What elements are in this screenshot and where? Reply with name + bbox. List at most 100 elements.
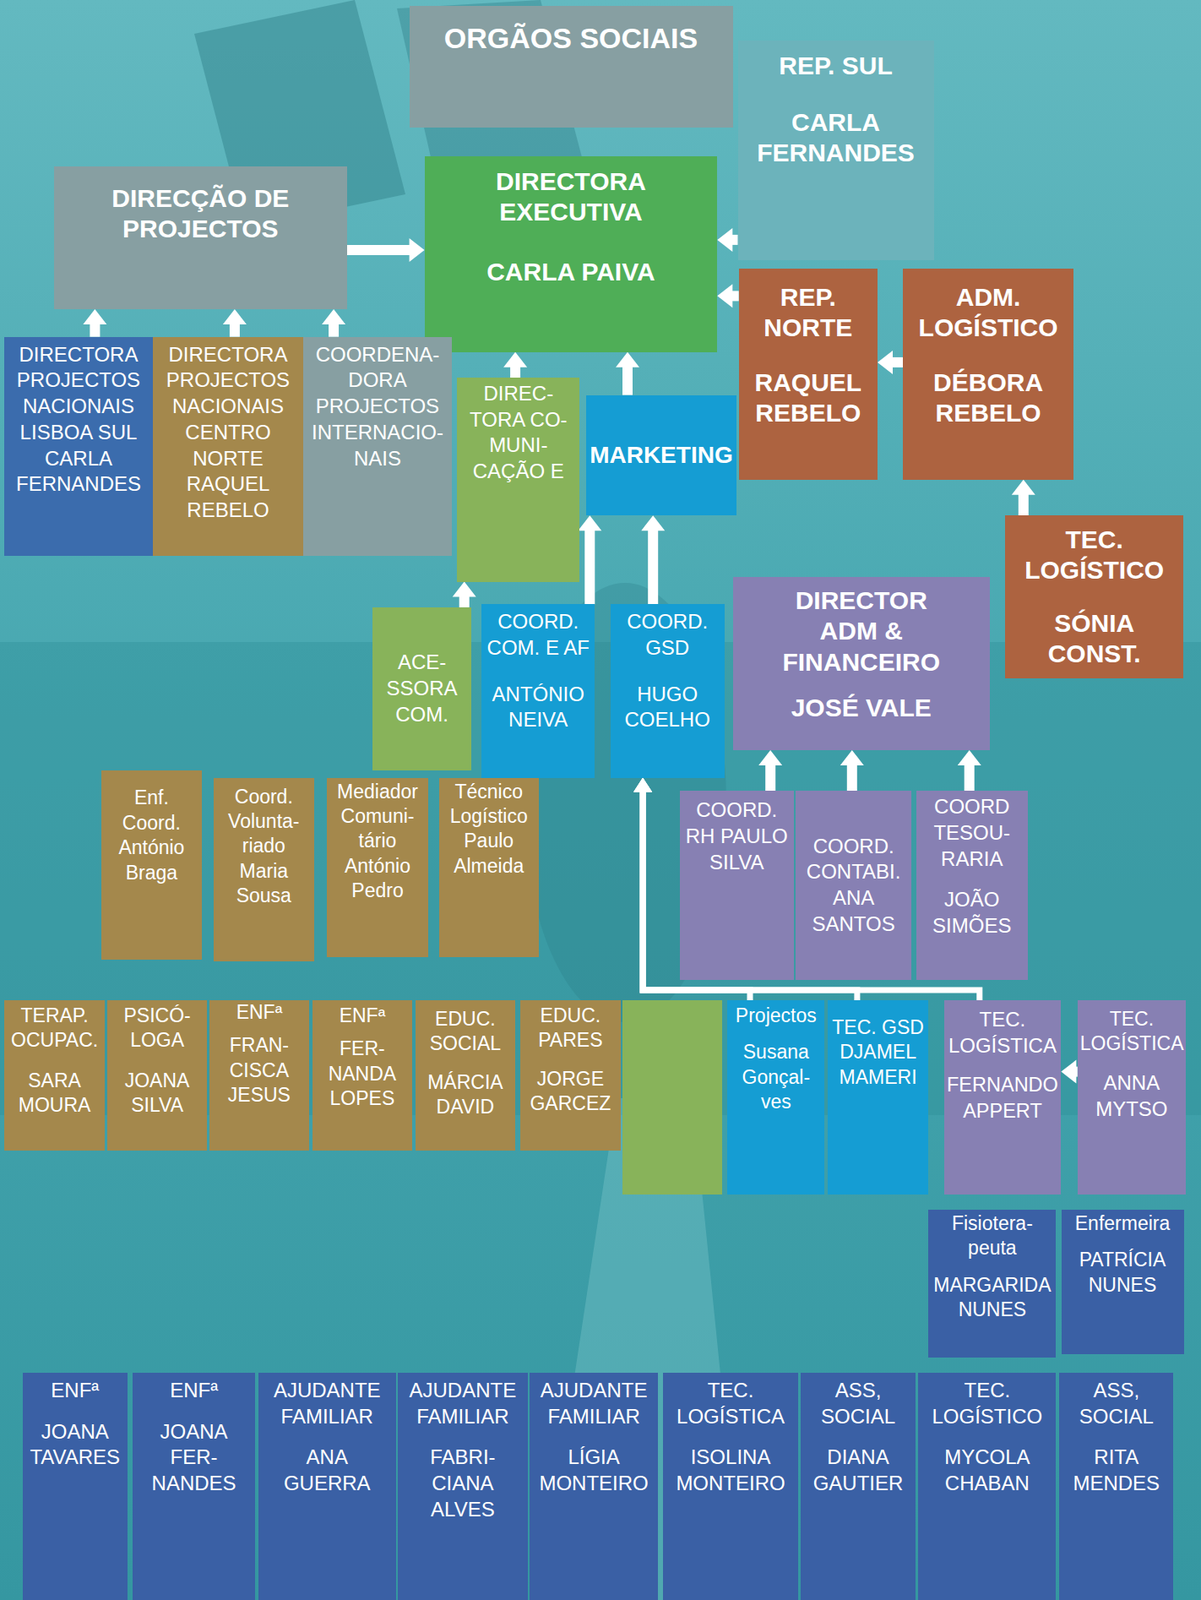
box-text: COORDENA- DORA PROJECTOS INTERNACIO- NAI… bbox=[306, 342, 449, 473]
arrow-head bbox=[82, 309, 107, 325]
org-box: DIRECTOR ADM & FINANCEIROJOSÉ VALE bbox=[733, 576, 991, 750]
box-text: TEC. GSD DJAMEL MAMERI bbox=[830, 1015, 927, 1090]
arrow-shaft bbox=[765, 763, 776, 791]
box-text: JOANA FER- NANDES bbox=[135, 1418, 253, 1497]
box-text: TEC. LOGÍSTICA bbox=[665, 1377, 796, 1430]
arrow-connector bbox=[840, 749, 865, 791]
box-text: JOSÉ VALE bbox=[766, 692, 957, 724]
arrow-head bbox=[840, 749, 865, 766]
box-text: RITA MENDES bbox=[1061, 1444, 1171, 1496]
box-text: EDUC. SOCIAL bbox=[418, 1006, 513, 1057]
org-box: COORD TESOU- RARIA JOÃO SIMÕES bbox=[916, 790, 1028, 980]
box-text: Susana Gonçal- ves bbox=[729, 1039, 822, 1115]
arrow-shaft bbox=[328, 322, 339, 337]
arrow-head bbox=[1011, 479, 1036, 495]
arrow-head bbox=[957, 749, 982, 766]
org-box: COORD. GSD HUGO COELHO bbox=[610, 603, 725, 778]
box-text: ENFª bbox=[135, 1377, 253, 1404]
arrow-connector bbox=[1060, 1059, 1077, 1084]
empty-box bbox=[622, 999, 723, 1195]
box-text: ISOLINA MONTEIRO bbox=[665, 1444, 796, 1496]
arrow-shaft bbox=[964, 763, 975, 791]
org-box: REP. NORTERAQUEL REBELO bbox=[739, 268, 878, 480]
box-text: TEC. LOGÍSTICO bbox=[920, 1377, 1054, 1430]
box-text: DIRECTORA PROJECTOS NACIONAIS LISBOA SUL… bbox=[7, 342, 150, 498]
org-box: ASS, SOCIALRITA MENDES bbox=[1059, 1372, 1174, 1600]
box-text: ENFª bbox=[25, 1377, 125, 1404]
box-text: TEC. LOGÍSTICO bbox=[1010, 524, 1179, 587]
org-box: TERAP. OCUPAC.SARA MOURA bbox=[4, 999, 106, 1151]
box-text: TEC. LOGÍSTICA bbox=[946, 1006, 1060, 1059]
org-box: DIREC- TORA CO- MUNI- CAÇÃO E bbox=[456, 377, 580, 582]
box-text: ANTÓNIO NEIVA bbox=[484, 681, 592, 734]
box-text: ANA GUERRA bbox=[260, 1444, 394, 1496]
org-box: PSICÓ- LOGAJOANA SILVA bbox=[107, 999, 207, 1151]
org-box: COORD. COM. E AFANTÓNIO NEIVA bbox=[481, 603, 595, 778]
org-box: ASS, SOCIALDIANA GAUTIER bbox=[800, 1372, 915, 1600]
box-text: Coord. Volunta- riado Maria Sousa bbox=[216, 784, 313, 909]
arrow-shaft bbox=[891, 357, 903, 368]
arrow-connector bbox=[321, 309, 346, 337]
org-box: DIRECTORA PROJECTOS NACIONAIS LISBOA SUL… bbox=[4, 336, 153, 557]
arrow-shaft bbox=[584, 528, 595, 604]
arrow-connector bbox=[347, 238, 425, 262]
arrow-shaft bbox=[510, 365, 521, 378]
org-box: Coord. Volunta- riado Maria Sousa bbox=[213, 777, 316, 962]
box-text: FER- NANDA LOPES bbox=[315, 1036, 410, 1111]
arrow-head bbox=[633, 777, 653, 793]
box-text: JORGE GARCEZ bbox=[522, 1066, 618, 1117]
org-box: ORGÃOS SOCIAIS bbox=[409, 5, 734, 128]
box-text: JOANA TAVARES bbox=[25, 1418, 125, 1471]
arrow-head bbox=[633, 777, 653, 793]
arrow-connector bbox=[717, 283, 739, 308]
box-text: Fisiotera- peuta bbox=[930, 1211, 1054, 1261]
org-box: DIRECTORA EXECUTIVACARLA PAIVA bbox=[424, 156, 718, 353]
box-text: FERNANDO APPERT bbox=[946, 1071, 1060, 1123]
arrow-head bbox=[615, 352, 640, 368]
box-text: SÓNIA CONST. bbox=[1010, 608, 1179, 670]
arrow-shaft bbox=[89, 322, 100, 337]
org-box: DIRECTORA PROJECTOS NACIONAIS CENTRO NOR… bbox=[152, 336, 304, 557]
org-box: Técnico Logístico Paulo Almeida bbox=[439, 777, 539, 958]
arrow-connector bbox=[717, 228, 738, 252]
box-text: DIREC- TORA CO- MUNI- CAÇÃO E bbox=[460, 380, 577, 485]
arrow-shaft bbox=[847, 763, 858, 791]
box-text: REP. SUL bbox=[746, 50, 926, 82]
box-text: MÁRCIA DAVID bbox=[418, 1070, 513, 1120]
box-text: CARLA PAIVA bbox=[441, 256, 702, 289]
org-box: TEC. LOGÍSTICAANNA MYTSO bbox=[1077, 999, 1186, 1195]
box-text: Técnico Logístico Paulo Almeida bbox=[441, 779, 537, 880]
arrow-head bbox=[633, 777, 653, 793]
arrow-shaft bbox=[647, 528, 658, 604]
org-box: TEC. LOGÍSTICA FERNANDO APPERT bbox=[944, 999, 1062, 1195]
org-box: ProjectosSusana Gonçal- ves bbox=[727, 999, 825, 1195]
arrow-shaft bbox=[229, 322, 240, 337]
org-box: AJUDANTE FAMILIARFABRI- CIANA ALVES bbox=[397, 1372, 528, 1600]
box-text: COORD. GSD bbox=[614, 608, 722, 661]
box-text: ASS, SOCIAL bbox=[803, 1377, 913, 1430]
arrow-connector bbox=[1011, 479, 1036, 516]
org-box: COORD. RH PAULO SILVA bbox=[679, 790, 794, 980]
arrow-connector bbox=[641, 515, 665, 604]
org-box: ENFªFER- NANDA LOPES bbox=[312, 999, 413, 1151]
org-box: ADM. LOGÍSTICODÉBORA REBELO bbox=[902, 268, 1074, 480]
box-text: COORD TESOU- RARIA bbox=[919, 793, 1025, 872]
box-text: JOÃO SIMÕES bbox=[919, 886, 1025, 939]
org-box: Fisiotera- peutaMARGARIDA NUNES bbox=[928, 1209, 1056, 1358]
org-box: TEC. LOGÍSTICO MYCOLA CHABAN bbox=[918, 1372, 1056, 1600]
org-box: COORD. CONTABI. ANA SANTOS bbox=[795, 790, 912, 980]
box-text: MARKETING bbox=[589, 440, 734, 470]
box-text: MYCOLA CHABAN bbox=[920, 1444, 1054, 1496]
box-text: MARGARIDA NUNES bbox=[930, 1272, 1054, 1323]
arrow-head bbox=[641, 515, 665, 531]
arrow-connector bbox=[452, 581, 477, 608]
arrow-head bbox=[222, 309, 247, 325]
arrow-head bbox=[409, 238, 425, 262]
box-text: DÉBORA REBELO bbox=[907, 367, 1069, 430]
box-text: Mediador Comuni- tário António Pedro bbox=[329, 779, 427, 904]
box-text: Enf. Coord. António Braga bbox=[103, 785, 201, 886]
box-text: HUGO COELHO bbox=[614, 681, 722, 734]
arrow-connector bbox=[577, 515, 602, 604]
box-text: Projectos bbox=[729, 1003, 822, 1028]
